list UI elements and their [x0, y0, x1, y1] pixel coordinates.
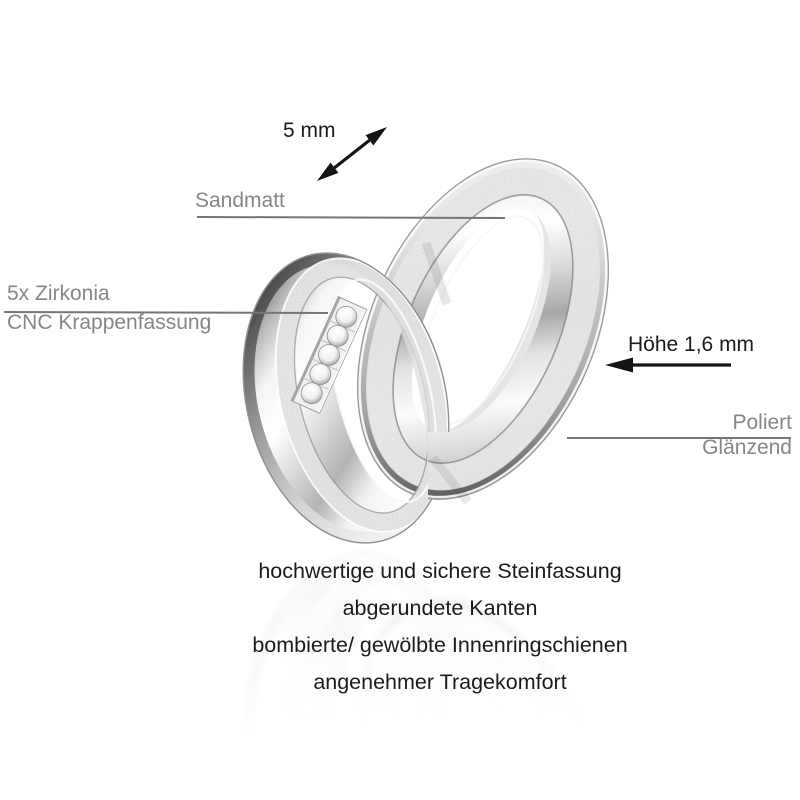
zirconia-stones: [300, 305, 358, 405]
feature-line: angenehmer Tragekomfort: [313, 670, 567, 694]
sandmatt-label: Sandmatt: [195, 189, 285, 212]
ring-left-sandmatt-stripe: [276, 258, 448, 532]
feature-line: abgerundete Kanten: [342, 596, 538, 620]
height-arrow: [605, 357, 731, 373]
zirconia-stone: [300, 382, 323, 405]
sandmatt-leader-line: [196, 216, 506, 219]
width-label: 5 mm: [283, 119, 336, 142]
ring-left-inner-wall: [355, 279, 436, 502]
poliert-label: Poliert: [732, 411, 792, 434]
ring-left: [242, 252, 450, 544]
krappenfassung-label: CNC Krappenfassung: [7, 311, 212, 334]
width-double-arrow: [317, 127, 387, 181]
feature-line: bombierte/ gewölbte Innenringschienen: [252, 633, 628, 657]
glaenzend-label: Glänzend: [702, 436, 792, 459]
feature-list: hochwertige und sichere Steinfassung abg…: [80, 553, 800, 701]
feature-line: hochwertige und sichere Steinfassung: [258, 559, 622, 583]
zirconia-channel: [290, 296, 368, 414]
zirkonia-label: 5x Zirkonia: [7, 282, 110, 305]
height-label: Höhe 1,6 mm: [628, 333, 755, 356]
zirkonia-leader-line: [3, 311, 329, 314]
ring-pair: [242, 158, 609, 544]
